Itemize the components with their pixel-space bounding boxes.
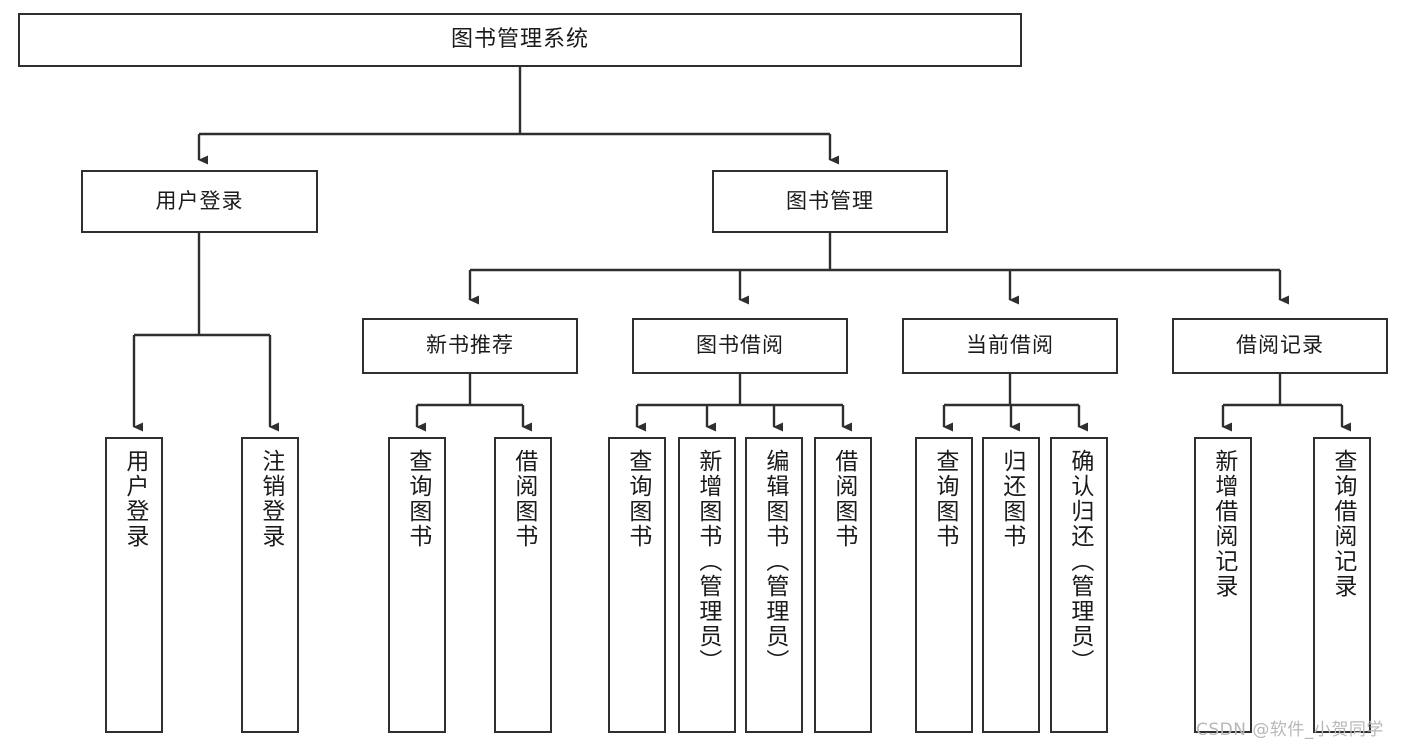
node-label: 新增借阅记录: [1210, 449, 1237, 599]
node-label: 图书借阅: [696, 333, 784, 358]
leaf-borrow-edit-book[interactable]: 编辑图书（管理员）: [745, 437, 803, 733]
leaf-borrow-query-book[interactable]: 查询图书: [608, 437, 666, 733]
node-label: 新书推荐: [426, 333, 514, 358]
node-current-borrow[interactable]: 当前借阅: [902, 318, 1118, 374]
node-label: 用户登录: [121, 449, 148, 549]
leaf-record-query-record[interactable]: 查询借阅记录: [1313, 437, 1371, 733]
node-label: 新增图书（管理员）: [694, 449, 721, 674]
node-label: 借阅图书: [510, 449, 537, 549]
leaf-current-confirm-return[interactable]: 确认归还（管理员）: [1050, 437, 1108, 733]
leaf-record-add-record[interactable]: 新增借阅记录: [1194, 437, 1252, 733]
node-user-login[interactable]: 用户登录: [81, 170, 318, 233]
node-label: 查询图书: [931, 449, 958, 549]
leaf-recommend-borrow-book[interactable]: 借阅图书: [494, 437, 552, 733]
node-label: 图书管理: [786, 188, 874, 213]
node-label: 查询图书: [624, 449, 651, 549]
leaf-user-login-logout[interactable]: 注销登录: [241, 437, 299, 733]
node-new-book-recommend[interactable]: 新书推荐: [362, 318, 578, 374]
node-book-management[interactable]: 图书管理: [712, 170, 948, 233]
leaf-current-query-book[interactable]: 查询图书: [915, 437, 973, 733]
leaf-borrow-borrow-book[interactable]: 借阅图书: [814, 437, 872, 733]
csdn-watermark: CSDN @软件_小贺同学: [1196, 720, 1384, 740]
node-label: 当前借阅: [966, 333, 1054, 358]
node-label: 图书管理系统: [450, 26, 589, 52]
node-label: 查询借阅记录: [1329, 449, 1356, 599]
leaf-borrow-add-book[interactable]: 新增图书（管理员）: [678, 437, 736, 733]
leaf-current-return-book[interactable]: 归还图书: [982, 437, 1040, 733]
node-label: 归还图书: [998, 449, 1025, 549]
node-label: 借阅记录: [1236, 333, 1324, 358]
node-book-borrow[interactable]: 图书借阅: [632, 318, 848, 374]
leaf-recommend-query-book[interactable]: 查询图书: [388, 437, 446, 733]
node-label: 用户登录: [155, 188, 244, 213]
leaf-user-login-login[interactable]: 用户登录: [105, 437, 163, 733]
node-root-system[interactable]: 图书管理系统: [18, 13, 1022, 67]
node-label: 编辑图书（管理员）: [761, 449, 788, 674]
node-label: 确认归还（管理员）: [1066, 449, 1093, 674]
node-label: 借阅图书: [830, 449, 857, 549]
node-label: 查询图书: [404, 449, 431, 549]
node-label: 注销登录: [257, 449, 284, 549]
node-borrow-record[interactable]: 借阅记录: [1172, 318, 1388, 374]
